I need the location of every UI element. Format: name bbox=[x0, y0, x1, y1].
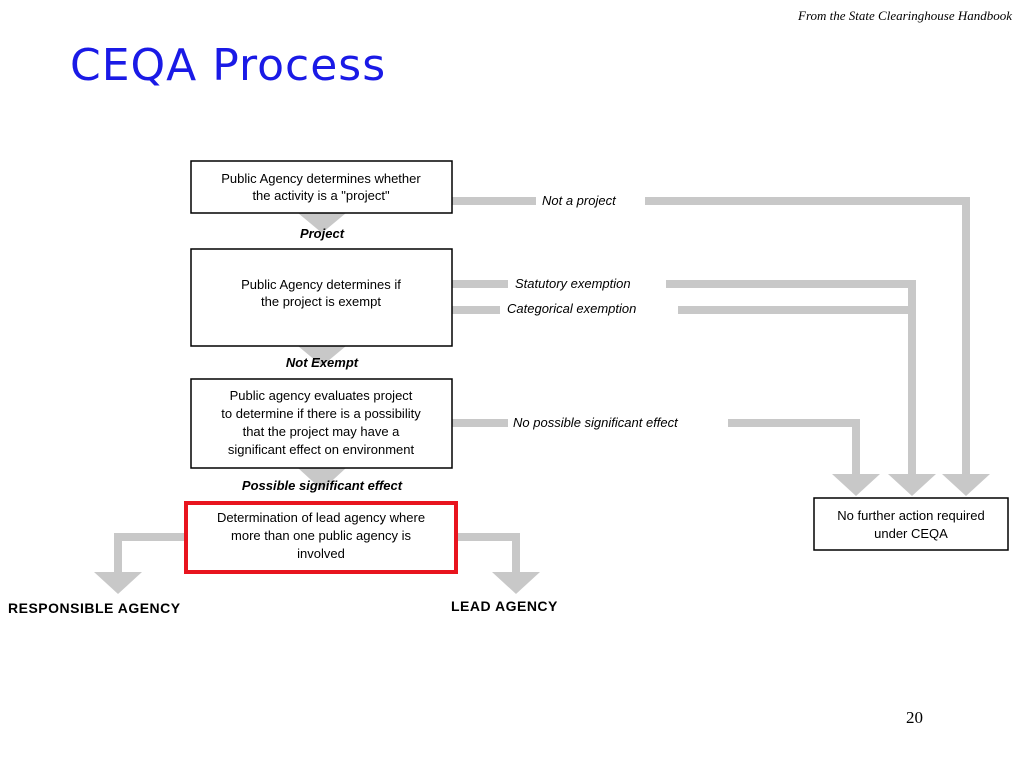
page-number: 20 bbox=[906, 708, 923, 727]
outcome-lead-agency: LEAD AGENCY bbox=[451, 598, 558, 614]
box-exempt-check: Public Agency determines if the project … bbox=[190, 248, 453, 347]
edge-label-no-effect: No possible significant effect bbox=[513, 415, 679, 430]
source-note: From the State Clearinghouse Handbook bbox=[798, 8, 1012, 23]
no-effect-line-right bbox=[728, 419, 860, 474]
box-no-action: No further action required under CEQA bbox=[813, 497, 1009, 551]
slide-title: CEQA Process bbox=[70, 40, 387, 91]
step-label-possible-effect: Possible significant effect bbox=[242, 478, 403, 493]
edge-label-categorical: Categorical exemption bbox=[507, 301, 636, 316]
not-project-line-right bbox=[645, 197, 970, 474]
arrow-responsible-down bbox=[94, 572, 142, 594]
edge-label-not-a-project: Not a project bbox=[542, 193, 617, 208]
box-no-action-line1: No further action required bbox=[837, 508, 984, 523]
box-evaluate-line4: significant effect on environment bbox=[228, 442, 415, 457]
arrow-to-lead bbox=[298, 468, 346, 490]
arrow-exemption-down bbox=[888, 474, 936, 496]
arrow-lead-down bbox=[492, 572, 540, 594]
box-exempt-check-line1: Public Agency determines if bbox=[241, 277, 401, 292]
box-project-check-line2: the activity is a "project" bbox=[252, 188, 390, 203]
box-exempt-check-line2: the project is exempt bbox=[261, 294, 381, 309]
flow-connectors bbox=[114, 197, 970, 572]
statutory-line-right bbox=[666, 280, 916, 474]
arrow-not-project-down bbox=[942, 474, 990, 496]
arrow-to-evaluate bbox=[298, 346, 346, 366]
step-label-not-exempt: Not Exempt bbox=[286, 355, 359, 370]
box-evaluate-line1: Public agency evaluates project bbox=[230, 388, 413, 403]
arrow-no-effect-down bbox=[832, 474, 880, 496]
outcome-responsible-agency: RESPONSIBLE AGENCY bbox=[8, 600, 181, 616]
box-evaluate: Public agency evaluates project to deter… bbox=[190, 378, 453, 469]
lead-branch-line bbox=[456, 533, 520, 572]
box-evaluate-line3: that the project may have a bbox=[243, 424, 401, 439]
box-lead-agency-line1: Determination of lead agency where bbox=[217, 510, 425, 525]
box-evaluate-line2: to determine if there is a possibility bbox=[221, 406, 421, 421]
step-label-project: Project bbox=[300, 226, 345, 241]
box-lead-agency: Determination of lead agency where more … bbox=[184, 501, 458, 574]
arrow-to-exempt bbox=[298, 213, 346, 233]
box-lead-agency-line2: more than one public agency is bbox=[231, 528, 411, 543]
flow-arrowheads bbox=[94, 213, 990, 594]
box-lead-agency-line3: involved bbox=[297, 546, 345, 561]
box-project-check: Public Agency determines whether the act… bbox=[190, 160, 453, 214]
responsible-branch-line bbox=[114, 533, 186, 572]
box-no-action-line2: under CEQA bbox=[874, 526, 948, 541]
box-project-check-line1: Public Agency determines whether bbox=[221, 171, 421, 186]
edge-label-statutory: Statutory exemption bbox=[515, 276, 631, 291]
